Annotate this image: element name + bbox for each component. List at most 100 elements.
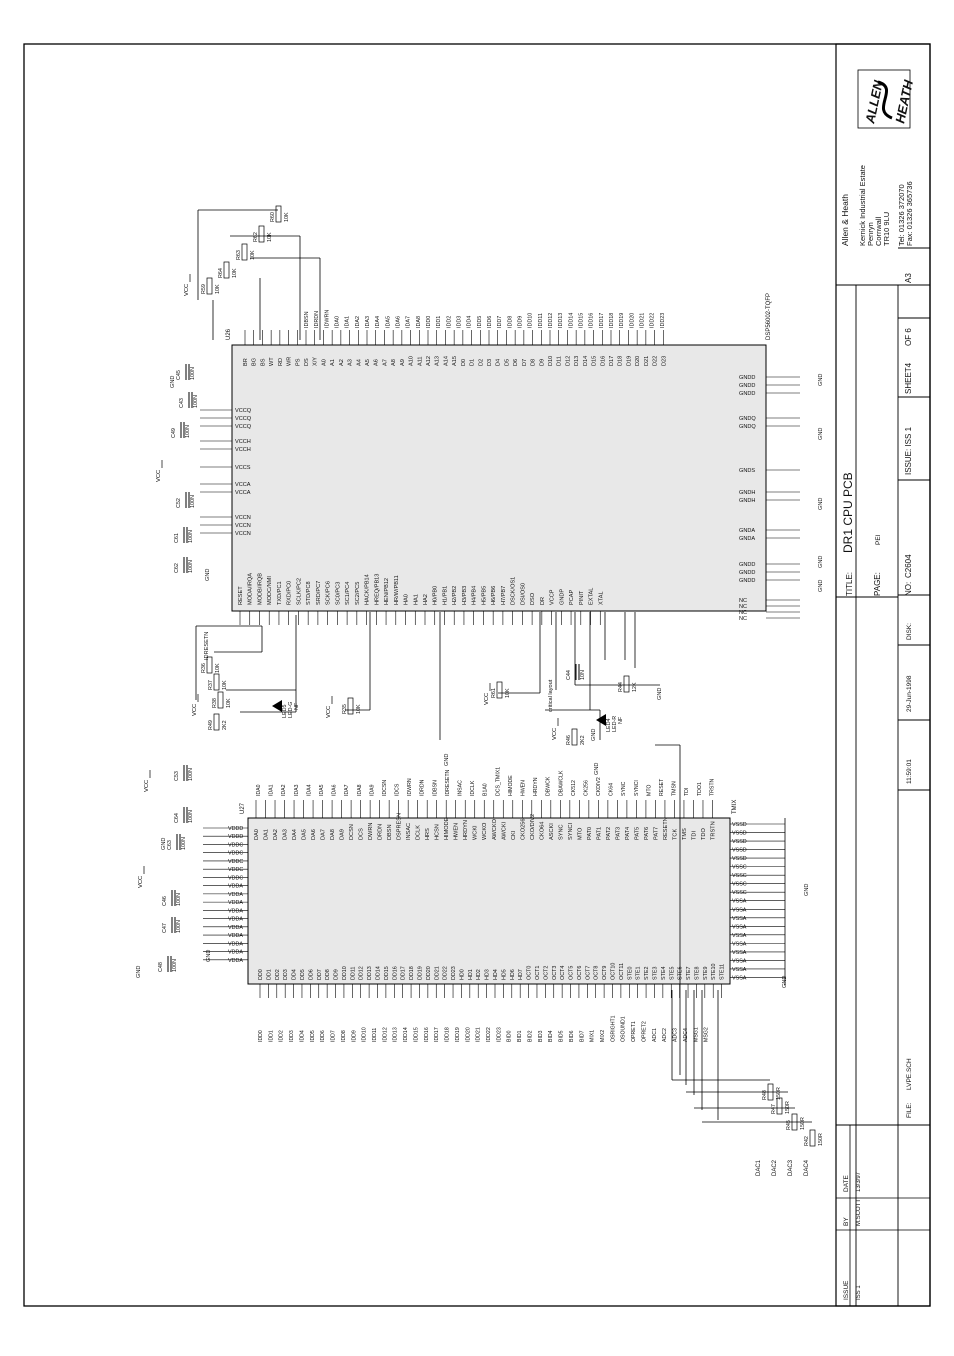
svg-text:R42: R42 [804,1136,810,1146]
component-value: 100N [188,768,194,781]
u27-bottom-pin-label: DD23 [451,966,457,980]
svg-text:TMS: TMS [682,828,688,840]
component-ref: R42 [804,1136,810,1146]
u26-right-pin-label: GNDD [739,562,755,568]
resistor-body [496,681,503,699]
u26-left-pin-label: SC2/PC5 [355,582,361,605]
u27-top-net-label: DBWCK [546,776,552,796]
component-value: 100N [188,530,194,543]
component-value: 100N [190,367,196,380]
u27-bottom-pin-label: DD4 [292,969,298,980]
u27-top-net-label: IDA9 [369,784,375,796]
u27-bottom-pin-label: HD3 [485,969,491,980]
u27-top-net-label: TDO1 [697,782,703,796]
svg-text:R59: R59 [201,284,207,294]
svg-text:HD0: HD0 [459,969,465,980]
svg-text:D14: D14 [583,356,589,366]
svg-text:OSRIGHT1: OSRIGHT1 [610,1015,616,1042]
u26-left-pin-label: RXD/PC0 [287,581,293,605]
svg-text:HD1: HD1 [468,969,474,980]
u27-top-net-label: CKDIV2 [596,777,602,796]
u27-power-pin-label: VDDC [228,842,243,848]
svg-text:TMIX: TMIX [732,800,738,814]
u26-top-pin-label: A10 [409,356,415,366]
svg-text:D2: D2 [478,359,484,366]
rev-header-issue: ISSUE [843,1280,850,1300]
u27-top-pin-label: AWCKI [501,821,507,840]
svg-text:IDD15: IDD15 [579,313,585,328]
svg-text:SYNCI: SYNCI [634,780,640,796]
u26-net-label: IDD5 [477,316,483,328]
svg-text:A12: A12 [426,356,432,366]
u27-bottom-pin-label: STE10 [711,964,717,980]
svg-text:GND: GND [818,556,824,568]
component-ref: C64 [174,813,180,823]
u27-top-net-label: IDCS [395,783,401,796]
svg-text:HWEN: HWEN [454,823,460,840]
u27-top-pin-label: WCKO [482,822,488,840]
svg-text:TXD/PC1: TXD/PC1 [277,581,283,605]
svg-text:HREQ/PB13: HREQ/PB13 [374,574,380,605]
u26-net-label: IDD2 [446,316,452,328]
svg-text:H7/PB7: H7/PB7 [501,586,507,605]
svg-text:DR: DR [540,597,546,605]
u27-bottom-pin-label: DD0 [258,969,264,980]
svg-text:A4: A4 [356,359,362,366]
svg-text:PAT3: PAT3 [615,827,621,840]
u26-bottom-pins: VCCQVCCQVCCQVCCHVCCHVCCSVCCAVCCAVCCNVCCN… [200,408,252,537]
svg-text:IDD10: IDD10 [362,1027,368,1042]
svg-text:100N: 100N [188,768,194,781]
svg-text:IDD4: IDD4 [467,316,473,328]
svg-text:U26: U26 [226,328,232,340]
u26-top-pin-label: WT [269,357,275,366]
u27-right-pin-label: VSSA [732,916,747,922]
svg-text:VCC: VCC [192,704,198,716]
svg-text:STE9: STE9 [703,967,709,980]
u26-net-label: IDD11 [538,313,544,328]
u26-left-pin-label: PCAP [569,589,575,605]
rev-row-issue: ISS 1 [856,1285,862,1300]
u27-bottom-net-label: BID3 [538,1030,544,1042]
u27-top-pin-label: DCSN [349,824,355,840]
u26-net-label: IDA7 [406,316,412,328]
u26-left-pin-label: GNDP [559,589,565,605]
u27-top-pin-label: DA6 [311,829,317,840]
svg-text:OF 6: OF 6 [904,328,913,346]
u27-top-pin-label: TMS [682,828,688,840]
resistor-body [217,691,224,709]
svg-text:MTO: MTO [577,827,583,840]
svg-text:BS: BS [260,358,266,366]
u26-net-label: IDA4 [375,316,381,328]
svg-text:IDA0: IDA0 [256,784,262,796]
svg-text:DD13: DD13 [367,966,373,980]
svg-text:HRDYN: HRDYN [463,820,469,840]
svg-text:LED4: LED4 [606,719,612,733]
u27-top-net-label: RESET [659,778,665,796]
u26-top-pin-label: D10 [548,356,554,366]
u27-bottom-net-label: IDD15 [413,1027,419,1042]
u26-left-pin-label: SC1/PC4 [345,582,351,605]
u27-bottom-net-label: IDD0 [258,1030,264,1042]
svg-text:IDD5: IDD5 [477,316,483,328]
svg-text:D13: D13 [574,356,580,366]
component-value: 150R [818,1133,824,1146]
u26-left-pin-label: HA2 [423,594,429,605]
u26-left-pin-label: H6/PB6 [491,586,497,605]
u27-top-net-label: IDBSN [432,780,438,796]
svg-text:IDD17: IDD17 [599,313,605,328]
svg-text:DD8: DD8 [325,969,331,980]
u26-power-pin-label: VCCH [235,447,251,453]
u26-top-pin-label: A4 [356,359,362,366]
svg-text:SYNCI: SYNCI [568,822,574,840]
svg-text:RESET: RESET [659,778,665,796]
issue-value: ISSUE: ISS 1 [904,426,913,475]
u26-top-pin-label: D9 [539,359,545,366]
disk-label: DISK: [906,623,913,640]
svg-text:IDA3: IDA3 [365,316,371,328]
svg-text:PAGE:: PAGE: [873,572,882,596]
svg-text:SHEET4: SHEET4 [904,362,913,394]
svg-text:A1: A1 [330,359,336,366]
svg-text:C46: C46 [162,896,168,906]
u26-left-pin-label: PINIT [579,590,585,605]
svg-text:100N: 100N [188,530,194,543]
